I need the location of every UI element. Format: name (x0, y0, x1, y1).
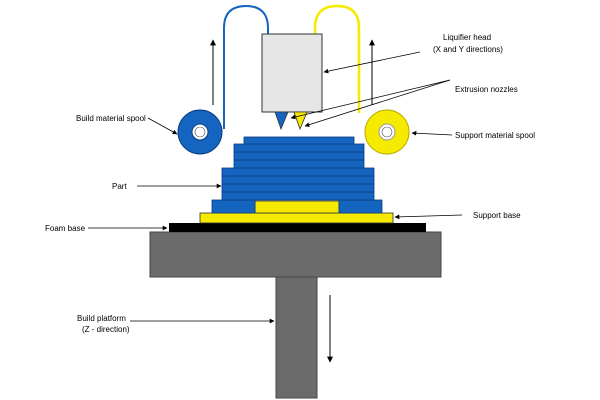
leader-support-spool (411, 130, 453, 136)
liquifier-head (261, 33, 323, 113)
label-build-material-spool: Build material spool (76, 114, 146, 123)
part-layer (338, 199, 383, 214)
leader-nozzle-1 (290, 79, 451, 120)
label-support-base: Support base (473, 211, 521, 220)
label-part: Part (112, 182, 127, 191)
label-liquifier-head: Liquifier head (443, 33, 491, 42)
part (221, 136, 375, 201)
support-filament (313, 4, 361, 113)
support-material-spool (364, 109, 410, 155)
build-platform (149, 231, 442, 278)
build-material-spool (177, 109, 223, 155)
leader-support-base (394, 214, 463, 220)
support-base-lower (199, 212, 394, 224)
support-base-upper (254, 200, 340, 214)
leader-liquifier-head (323, 51, 421, 74)
label-build-platform: Build platform (77, 314, 126, 323)
label-liquifier-head-sub: (X and Y directions) (433, 45, 503, 54)
label-extrusion-nozzles: Extrusion nozzles (455, 85, 518, 94)
foam-base (169, 223, 426, 232)
build-nozzle (274, 111, 289, 131)
label-support-material-spool: Support material spool (455, 131, 535, 140)
leader-nozzle-2 (304, 79, 451, 127)
part-layer (211, 199, 256, 214)
build-platform-stem (275, 275, 318, 399)
build-filament (223, 4, 269, 129)
label-foam-base: Foam base (45, 224, 86, 233)
label-build-platform-sub: (Z - direction) (82, 325, 130, 334)
leader-build-spool (147, 117, 178, 135)
